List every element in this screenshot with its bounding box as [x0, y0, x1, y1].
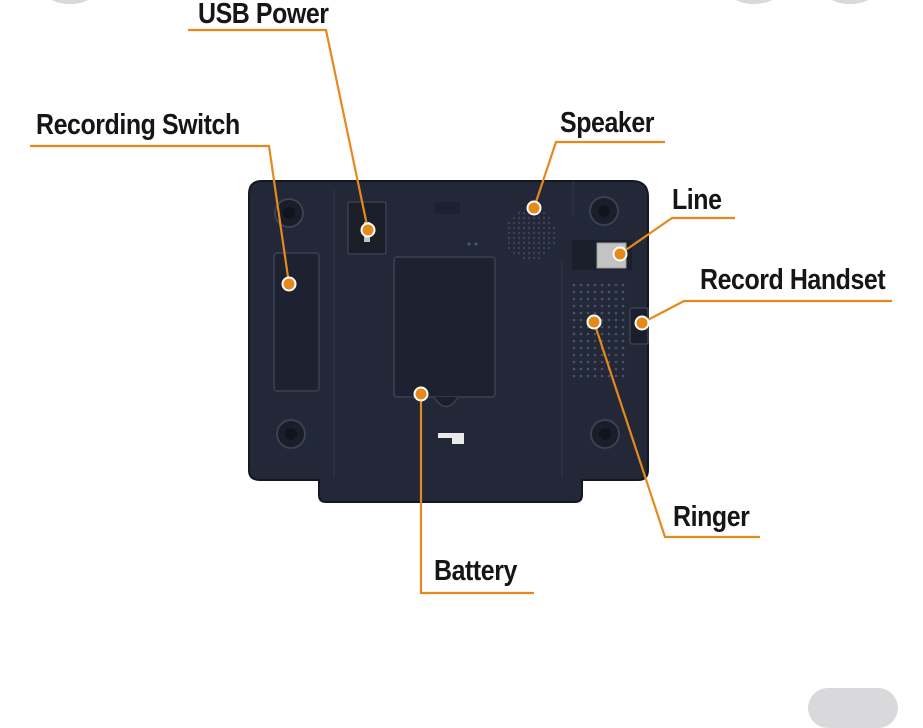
device-diagram — [30, 28, 892, 595]
marker-usb-power — [360, 222, 376, 238]
marker-recording-switch — [281, 276, 297, 292]
screw-foot — [276, 419, 306, 449]
label-record-handset: Record Handset — [700, 264, 886, 296]
leader-battery — [419, 394, 534, 595]
leader-recording-switch — [30, 144, 291, 285]
marker-battery — [413, 386, 429, 402]
label-speaker: Speaker — [560, 107, 655, 139]
label-usb-power: USB Power — [198, 0, 329, 30]
label-ringer: Ringer — [673, 501, 750, 533]
edge-circle-top-right-1 — [722, 0, 786, 4]
edge-circle-top-right-2 — [818, 0, 882, 4]
leader-lines — [30, 28, 892, 595]
leader-speaker — [532, 140, 665, 209]
marker-line — [612, 246, 628, 262]
battery-latch — [438, 433, 464, 444]
marker-ringer — [586, 314, 602, 330]
marker-speaker — [526, 200, 542, 216]
screw-foot — [590, 419, 620, 449]
speaker-grille — [507, 211, 556, 260]
port-marking — [434, 202, 460, 214]
marker-dots — [281, 200, 650, 402]
screw-foot — [589, 196, 619, 226]
marker-record-handset — [634, 315, 650, 331]
screw-foot — [274, 198, 304, 228]
recording-switch-panel — [273, 252, 320, 392]
edge-circle-top-left — [38, 0, 102, 4]
leader-ringer — [592, 321, 760, 539]
ringer-grille — [572, 283, 625, 378]
battery-compartment — [393, 256, 496, 408]
leader-line — [619, 216, 735, 255]
leader-usb-power — [188, 28, 370, 231]
line-jack — [572, 240, 632, 270]
indicator-dot — [474, 242, 478, 246]
label-line: Line — [672, 184, 722, 216]
indicator-dot — [467, 242, 471, 246]
label-battery: Battery — [434, 555, 517, 587]
label-recording-switch: Recording Switch — [36, 109, 240, 141]
leader-record-handset — [641, 299, 892, 324]
